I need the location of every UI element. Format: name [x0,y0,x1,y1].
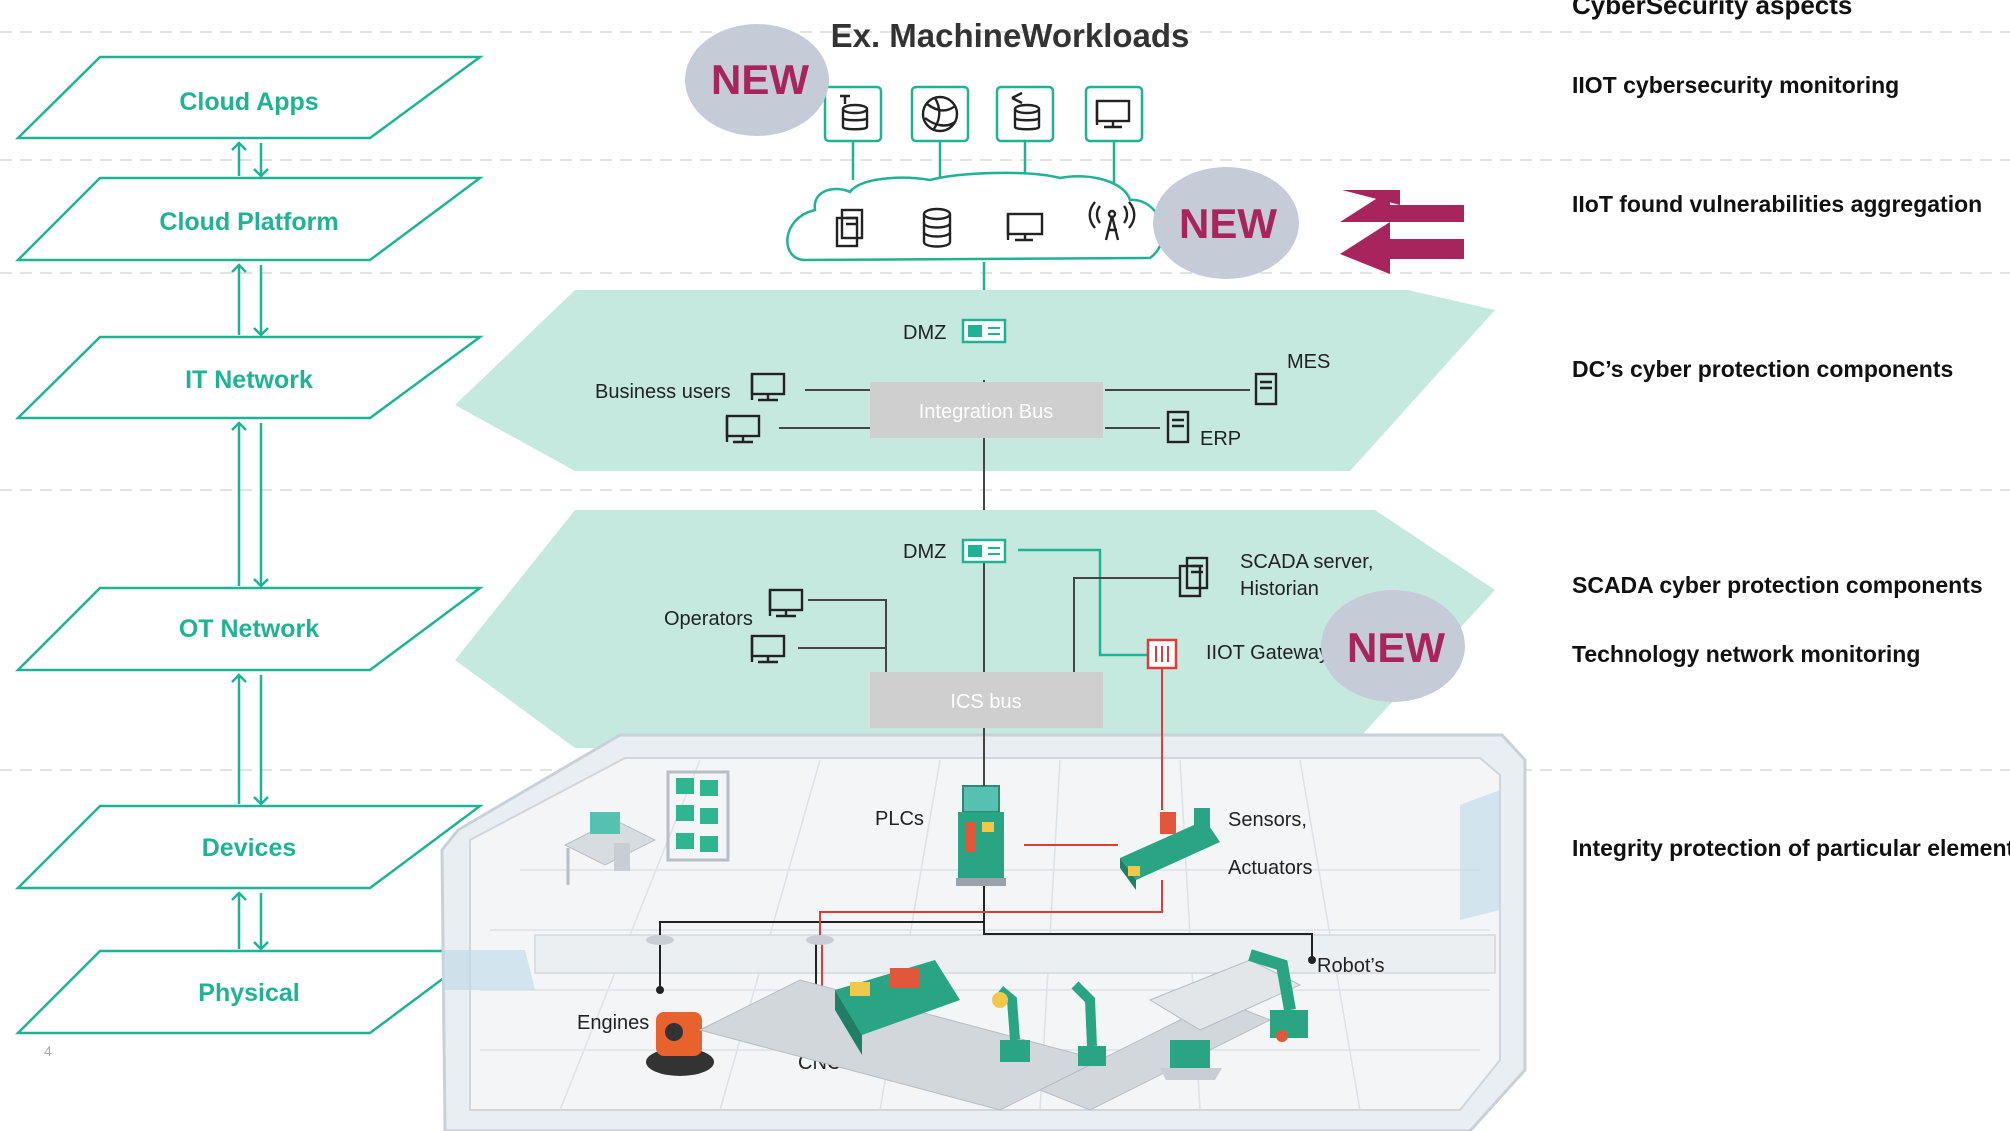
desktop-icon [1006,212,1044,242]
scada-server-icon [1178,556,1209,598]
layer-label-devices: Devices [202,834,297,862]
it-dmz-label: DMZ [903,322,946,344]
integration-bus-label: Integration Bus [919,401,1054,423]
dmz-firewall-icon [961,318,1007,344]
business-user-desktop-icon [750,372,786,402]
actuators-label: Actuators [1228,857,1312,879]
robots-label: Robot’s [1317,955,1384,977]
workload-icons [823,85,1144,190]
business-user-desktop-icon-2 [725,414,761,444]
layer-stack: Cloud Apps Cloud Platform IT Network OT … [14,55,484,1035]
mes-server-icon [1254,372,1278,406]
aspect-integrity-protection: Integrity protection of particular eleme… [1572,835,2010,861]
layer-cloud-platform[interactable]: Cloud Platform [14,176,484,262]
it-network-plane: DMZ Integration Bus Business users MES E… [455,290,1495,560]
sensor-actuator-icon [1120,808,1220,890]
svg-text:NEW: NEW [1179,200,1277,247]
office-desk-icon [563,812,657,885]
layer-label-it-network: IT Network [185,366,313,394]
ics-bus-label: ICS bus [950,691,1021,713]
operator-desktop-icon-2 [750,634,786,664]
vulnerability-arrow-icon [1340,190,1464,274]
new-badge-workloads: NEW [685,24,829,136]
layer-it-network[interactable]: IT Network [14,335,484,420]
aspects-header: CyberSecurity aspects [1572,0,1853,20]
ics-bus [870,672,1103,728]
database-icon [922,207,952,248]
erp-server-icon [1166,410,1190,444]
antenna-icon [1088,201,1136,241]
aspect-network-monitoring: Technology network monitoring [1572,641,1921,667]
layer-devices[interactable]: Devices [14,804,484,890]
server-icon [835,208,864,248]
layer-ot-network[interactable]: OT Network [14,586,484,672]
ot-network-plane: DMZ ICS bus Operators SCADA server, Hist… [455,510,1495,748]
robot-arm-icon-2 [1071,981,1106,1066]
ot-dmz-label: DMZ [903,541,946,563]
iiot-gateway-icon [1146,638,1178,670]
robot-arm-icon-3 [1248,949,1308,1042]
scada-label-line1: SCADA server, [1240,551,1373,573]
robot-arm-icon [992,986,1030,1062]
aspect-vulnerabilities-aggregation: IIoT found vulnerabilities aggregation [1572,191,1983,217]
storage-shelf-icon [666,770,730,862]
integration-bus [870,382,1103,438]
aspect-iiot-monitoring: IIOT cybersecurity monitoring [1572,72,1900,98]
monitor-icon [1084,85,1144,143]
svg-text:NEW: NEW [711,56,809,103]
factory-floor: PLCs Sensors, Actuators Robot’s Engines [440,668,1527,1131]
erp-label: ERP [1200,428,1241,450]
database-plug-icon [823,85,883,143]
layer-cloud-apps[interactable]: Cloud Apps [14,55,484,140]
cloud-platform-cloud [786,171,1164,262]
database-share-icon [995,85,1055,143]
cart-icon [1160,1040,1222,1080]
layer-label-ot-network: OT Network [179,615,319,643]
layer-physical[interactable]: Physical [14,949,484,1035]
mes-label: MES [1287,351,1330,373]
new-badge-cloud: NEW [1153,167,1299,279]
scada-label-line2: Historian [1240,578,1319,600]
globe-icon [910,85,970,143]
operator-desktop-icon [768,588,804,618]
operators-label: Operators [664,608,753,630]
layer-label-cloud-apps: Cloud Apps [179,88,318,116]
plc-icon [956,785,1006,886]
ot-dmz-firewall-icon [961,538,1007,564]
aspect-scada-protection: SCADA cyber protection components [1572,572,1983,598]
layer-label-physical: Physical [198,979,299,1007]
business-users-label: Business users [595,381,731,403]
page-number: 4 [44,1043,52,1059]
svg-text:NEW: NEW [1347,624,1445,671]
new-badge-gateway: NEW [1321,590,1465,702]
engine-icon [646,1012,714,1076]
aspect-dc-protection: DC’s cyber protection components [1572,356,1954,382]
engines-label: Engines [577,1012,649,1034]
sensors-label: Sensors, [1228,809,1307,831]
layer-arrows [231,141,269,951]
diagram-title: Ex. MachineWorkloads [831,17,1190,54]
cnc-machine-icon [835,960,960,1055]
layer-label-cloud-platform: Cloud Platform [159,208,338,236]
plcs-label: PLCs [875,808,924,830]
iiot-gateway-label: IIOT Gateway [1206,642,1329,664]
